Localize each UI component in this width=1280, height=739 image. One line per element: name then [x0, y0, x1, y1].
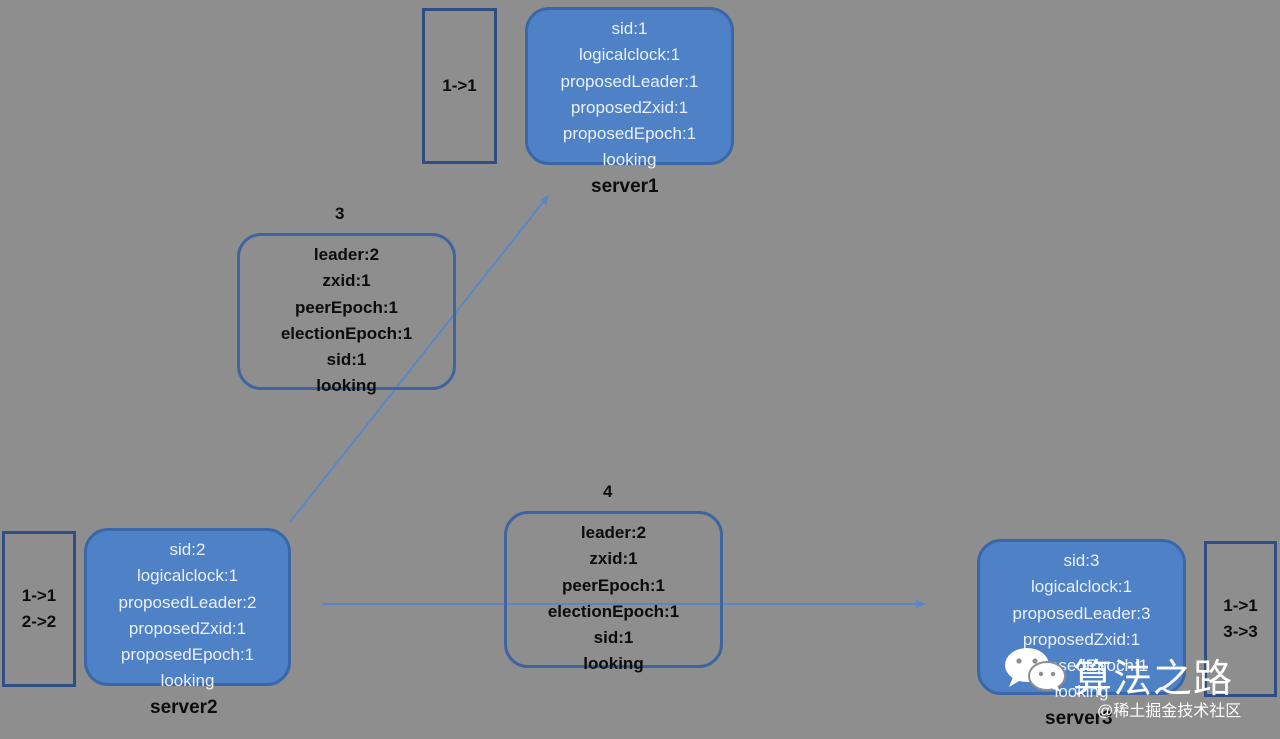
logicalclock-line: logicalclock:1 [578, 45, 681, 65]
server1-vote-table: 1->1 [422, 8, 497, 164]
wechat-icon [1005, 648, 1066, 692]
proposed-leader-line: proposedLeader:2 [118, 592, 257, 612]
message-4-box: leader:2 zxid:1 peerEpoch:1 electionEpoc… [504, 511, 723, 673]
arrow-server2-to-server1 [289, 194, 550, 523]
proposed-zxid-line: proposedZxid:1 [128, 618, 247, 638]
proposed-zxid-line: proposedZxid:1 [570, 97, 689, 117]
sid-line: sid:1 [326, 350, 367, 370]
state-line: looking [583, 654, 644, 674]
leader-line: leader:2 [313, 245, 380, 264]
state-line: looking [602, 150, 657, 170]
peer-epoch-line: peerEpoch:1 [295, 297, 398, 317]
watermark-title: 算法之路 [1073, 658, 1234, 701]
vote-entry: 1->1 [442, 76, 477, 95]
proposed-zxid-line: proposedZxid:1 [1022, 629, 1141, 649]
vote-entry: 2->2 [21, 612, 57, 631]
vote-entry: 1->1 [1223, 596, 1258, 615]
state-line: looking [316, 376, 377, 396]
server2-node: sid:2 logicalclock:1 proposedLeader:2 pr… [84, 528, 291, 690]
proposed-epoch-line: proposedEpoch:1 [120, 645, 255, 665]
watermark-subtitle: @稀土掘金技术社区 [1097, 703, 1242, 720]
message-3-box: leader:2 zxid:1 peerEpoch:1 electionEpoc… [237, 233, 456, 395]
server2-vote-table: 1->1 2->2 [2, 531, 76, 687]
proposed-epoch-line: proposedEpoch:1 [562, 124, 697, 144]
sid-line: sid:3 [1063, 551, 1100, 570]
vote-entry: 3->3 [1223, 622, 1258, 641]
proposed-leader-line: proposedLeader:3 [1012, 603, 1151, 623]
message-4-number: 4 [603, 482, 613, 501]
sid-line: sid:1 [593, 628, 634, 648]
logicalclock-line: logicalclock:1 [1030, 577, 1133, 597]
election-epoch-line: electionEpoch:1 [280, 323, 413, 343]
state-line: looking [1054, 682, 1109, 702]
vote-entry: 1->1 [21, 586, 57, 605]
zxid-line: zxid:1 [322, 271, 371, 291]
peer-epoch-line: peerEpoch:1 [562, 575, 665, 595]
message-3-number: 3 [335, 204, 345, 223]
sid-line: sid:1 [611, 19, 648, 38]
server3-label: server3 [1045, 708, 1113, 729]
leader-line: leader:2 [580, 523, 647, 542]
server1-node: sid:1 logicalclock:1 proposedLeader:1 pr… [525, 7, 734, 169]
server3-vote-table: 1->1 3->3 [1204, 541, 1277, 697]
server2-label: server2 [150, 697, 218, 718]
state-line: looking [160, 671, 215, 691]
election-epoch-line: electionEpoch:1 [547, 601, 680, 621]
server1-label: server1 [591, 176, 659, 197]
proposed-leader-line: proposedLeader:1 [560, 71, 699, 91]
sid-line: sid:2 [169, 540, 206, 559]
logicalclock-line: logicalclock:1 [136, 566, 239, 586]
zxid-line: zxid:1 [589, 549, 638, 569]
